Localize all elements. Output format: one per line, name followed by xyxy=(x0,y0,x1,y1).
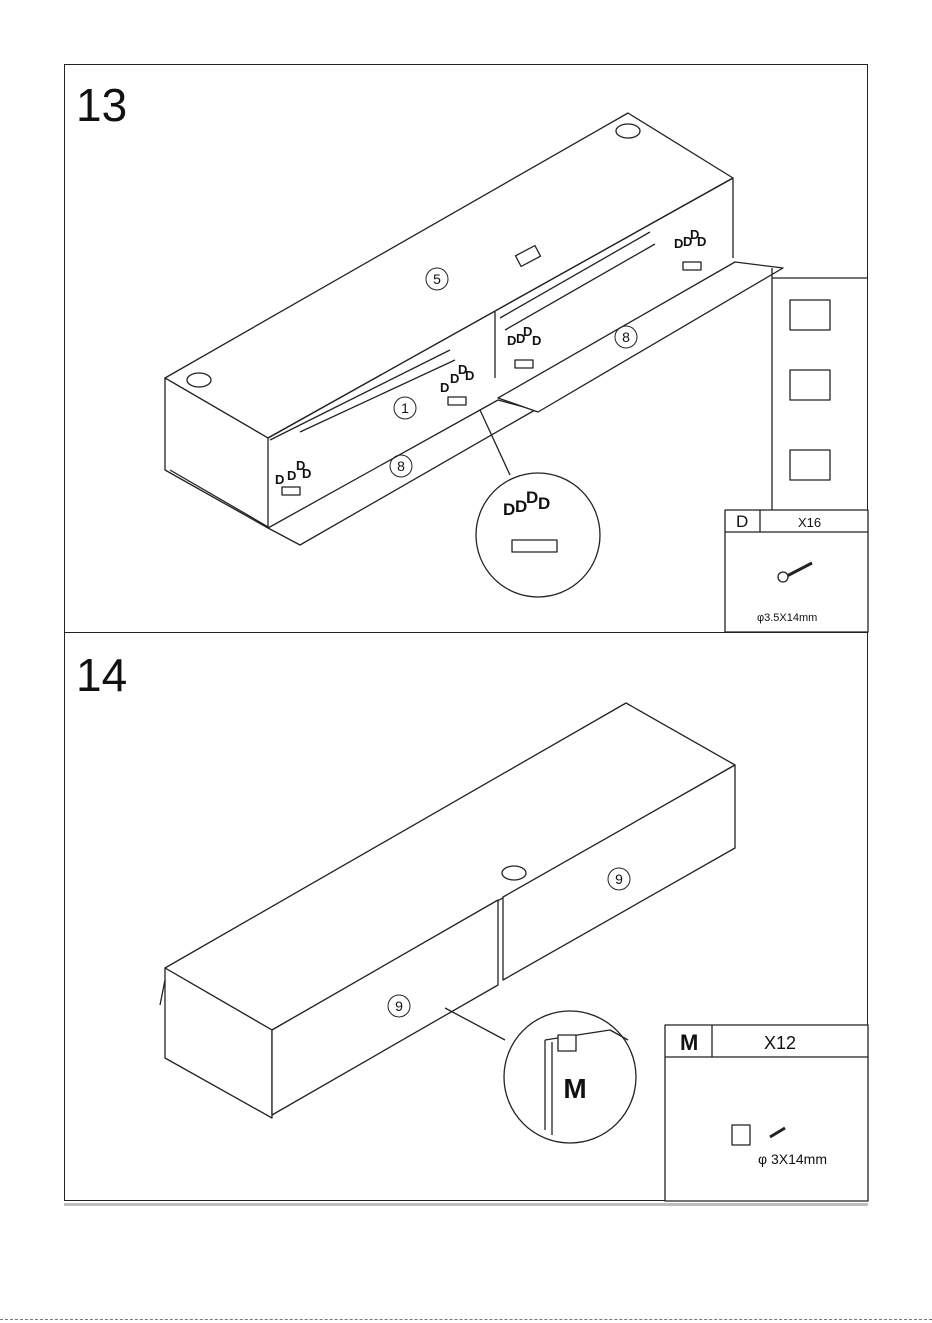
hardware-qty-d: X16 xyxy=(798,515,821,530)
svg-text:D: D xyxy=(532,333,541,348)
svg-text:D: D xyxy=(302,466,311,481)
svg-text:D: D xyxy=(526,488,538,507)
svg-text:D: D xyxy=(503,500,515,519)
step-14-number: 14 xyxy=(76,652,127,698)
svg-text:D: D xyxy=(287,468,296,483)
part-label-8-left: 8 xyxy=(397,458,405,474)
svg-text:D: D xyxy=(538,494,550,513)
part-label-8-right: 8 xyxy=(622,329,630,345)
svg-text:D: D xyxy=(440,380,449,395)
hardware-letter-d: D xyxy=(736,512,748,531)
part-label-5: 5 xyxy=(433,271,441,287)
svg-text:D: D xyxy=(523,324,532,339)
svg-text:D: D xyxy=(674,236,683,251)
part-label-1: 1 xyxy=(401,400,409,416)
svg-text:D: D xyxy=(465,368,474,383)
svg-text:D: D xyxy=(697,234,706,249)
svg-text:D: D xyxy=(507,333,516,348)
hinge-letter: D xyxy=(275,472,284,487)
hardware-size-d: φ3.5X14mm xyxy=(757,612,817,624)
page-bottom-shadow xyxy=(64,1203,868,1206)
page-cut-line xyxy=(0,1319,932,1320)
